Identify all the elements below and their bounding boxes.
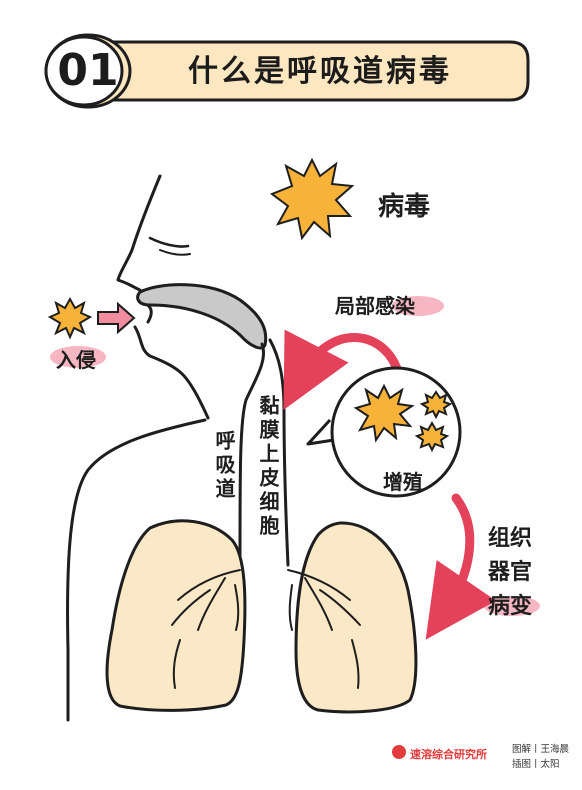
lungs [105,519,418,714]
label-virus: 病毒 [378,192,431,222]
arrow-icon [97,301,136,335]
human-profile [66,174,210,722]
virus-icon [269,157,355,241]
arrow-icon [425,493,497,640]
label-respiratory-tract: 呼吸道 [212,430,236,502]
lung-right [294,521,418,714]
label-proliferate: 增殖 [383,470,423,494]
label-lesion-line3: 病变 [488,594,533,619]
virus-icon [47,296,93,340]
highlight-lesion [484,596,540,616]
label-mucosal-epithelial-cells: 黏膜上皮细胞 [256,395,280,539]
page-title: 什么是呼吸道病毒 [188,54,452,89]
label-lesion-line2: 器官 [488,560,533,585]
footer-credits: 图解丨王海晨 插图丨太阳 [512,742,569,772]
highlight-infection [392,296,444,316]
credit-graphic: 图解丨王海晨 [512,744,570,755]
label-local-infection: 局部感染 [335,294,415,318]
footer-brand: 速溶综合研究所 [410,748,487,761]
label-lesion-line1: 组织 [488,526,533,551]
lung-left [105,519,247,712]
arrow-icon [283,329,403,410]
header-banner [44,33,530,109]
highlight-invade [50,346,106,368]
label-invade: 入侵 [56,348,96,372]
brand-logo-icon [392,745,406,759]
zoom-bubble [306,366,462,498]
nasal-cavity [136,283,268,350]
section-number: 01 [57,45,119,96]
credit-illustration: 插图丨太阳 [512,759,560,770]
airway [238,338,290,567]
